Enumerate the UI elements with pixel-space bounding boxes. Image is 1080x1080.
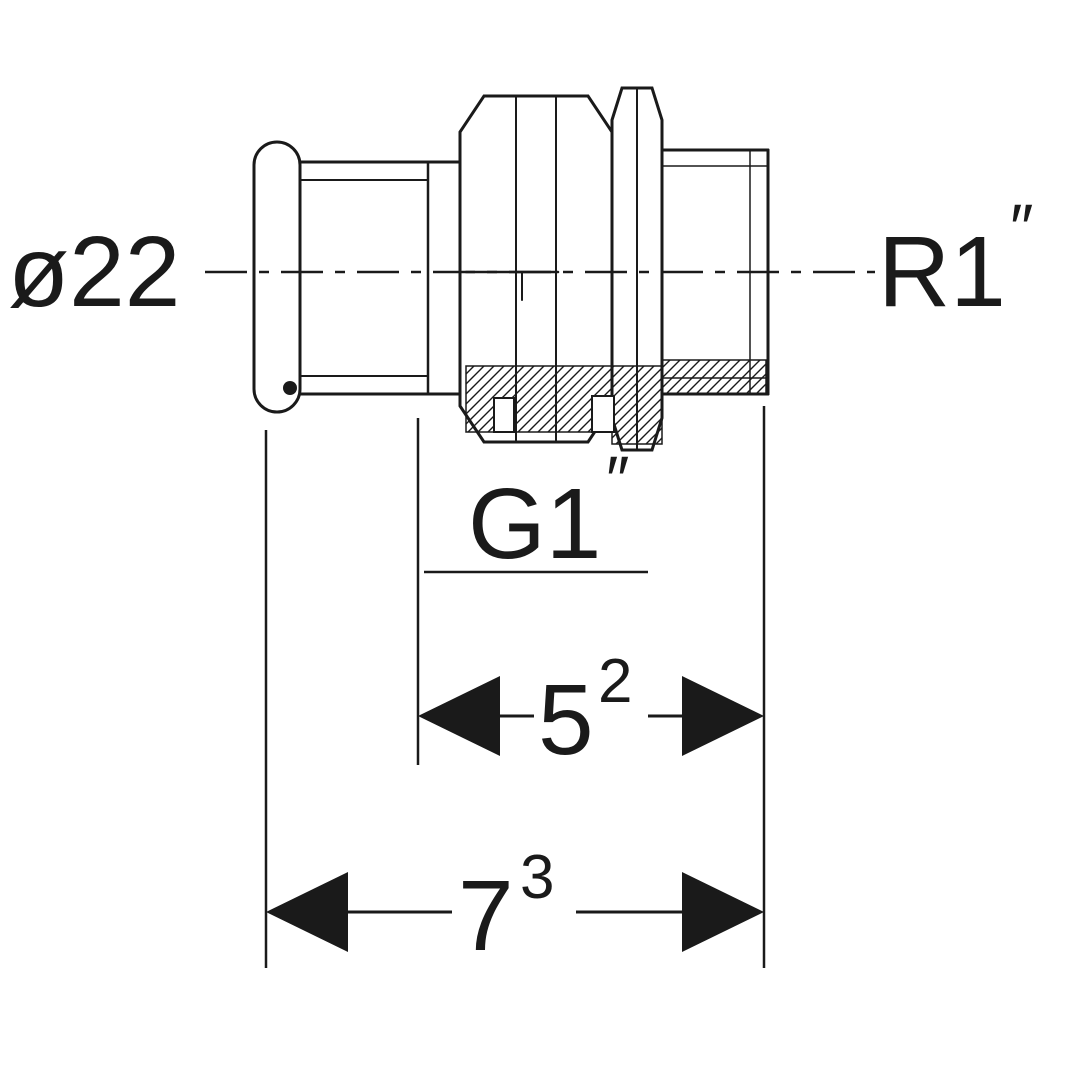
- label-union-thread: G1: [468, 468, 601, 580]
- arrowhead-right-icon: [682, 676, 764, 756]
- seal-groove-right: [591, 395, 615, 433]
- extension-lines: [264, 406, 766, 968]
- label-overall-superscript: 3: [520, 843, 554, 912]
- dimension-width: [418, 676, 764, 756]
- arrowhead-right-icon: [682, 872, 764, 952]
- label-right-thread-unit: ″: [1010, 190, 1033, 264]
- arrowhead-left-icon: [418, 676, 500, 756]
- press-indicator-dot: [283, 381, 297, 395]
- label-left-diameter: ø22: [8, 216, 180, 328]
- label-union-thread-unit: ″: [606, 442, 629, 516]
- label-overall-value: 7: [458, 860, 514, 972]
- label-right-thread: R1: [878, 216, 1006, 328]
- seal-groove-left: [493, 397, 515, 433]
- dimension-overall: [266, 872, 764, 952]
- arrowhead-left-icon: [266, 872, 348, 952]
- hatch-union-area: [465, 365, 613, 433]
- hatch-hex-area: [611, 365, 663, 445]
- hatch-thread-area: [661, 359, 767, 395]
- label-width-value: 5: [538, 664, 594, 776]
- section-hatch: [465, 359, 767, 445]
- press-bead: [252, 140, 302, 414]
- label-width-superscript: 2: [598, 647, 632, 716]
